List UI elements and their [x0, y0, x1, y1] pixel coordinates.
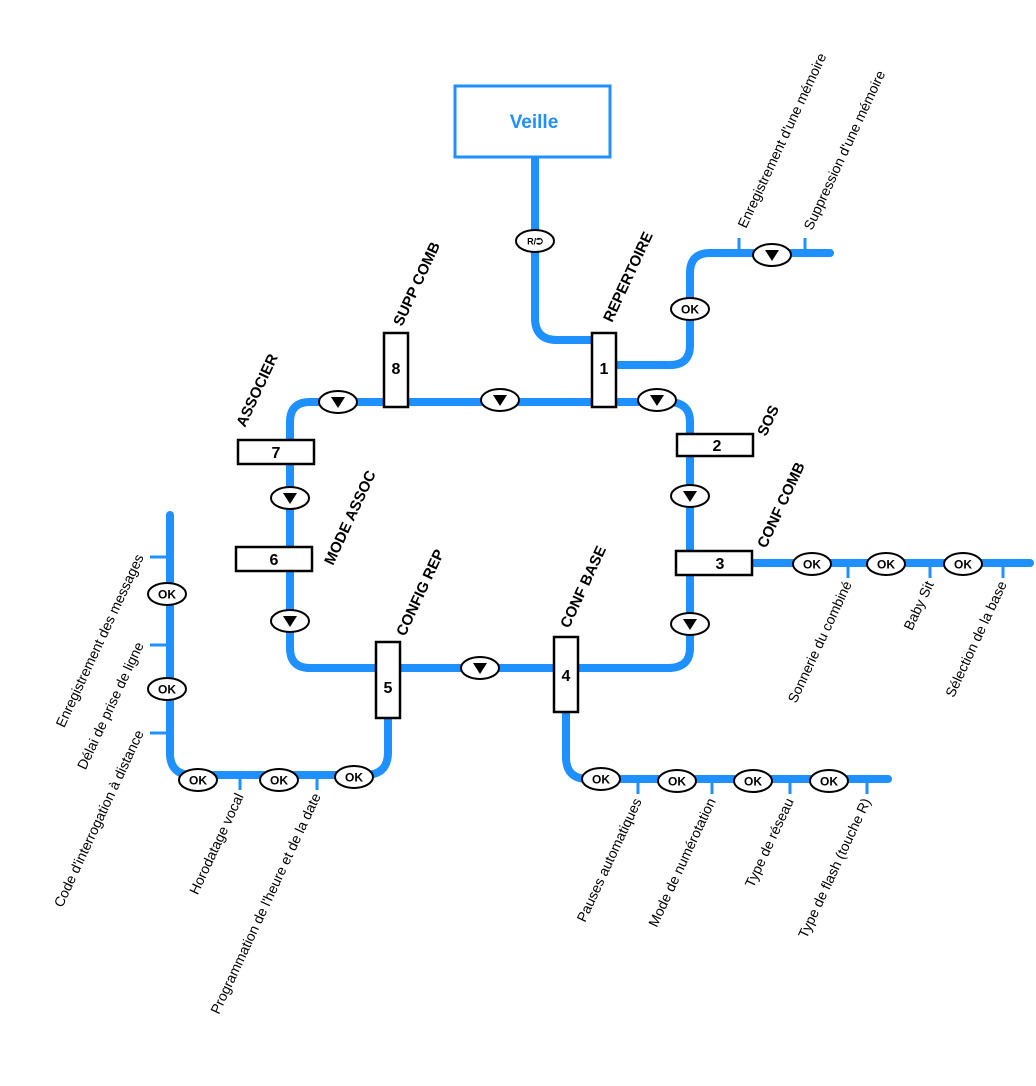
- standby-label: Veille: [510, 112, 559, 133]
- menu-box-3[interactable]: 3: [674, 549, 754, 577]
- standby-box: Veille: [453, 84, 612, 159]
- svg-text:6: 6: [270, 552, 279, 569]
- ok-button[interactable]: OK: [792, 552, 832, 576]
- submenu-labels: Enregistrement d'une mémoire Suppression…: [51, 50, 1010, 1016]
- down-arrow-icon[interactable]: [270, 486, 310, 510]
- menu-label-conf-base: CONF BASE: [557, 543, 610, 630]
- svg-text:OK: OK: [345, 771, 363, 785]
- menu-label-mode-assoc: MODE ASSOC: [321, 468, 380, 568]
- menu-label-config-rep: CONFIG REP: [393, 547, 448, 639]
- svg-text:OK: OK: [592, 773, 610, 787]
- routes: [166, 154, 1034, 783]
- down-arrow-icon[interactable]: [752, 243, 792, 267]
- submenu-conf-base-3: Type de réseau: [741, 796, 796, 890]
- ok-pills: OK OK OK OK OK OK OK OK OK OK OK OK OK: [147, 297, 983, 793]
- submenu-conf-base-1: Pauses automatiques: [573, 796, 644, 925]
- route-repertoire-branch: [611, 249, 834, 369]
- submenu-conf-comb-1: Sonnerie du combiné: [784, 578, 855, 705]
- access-key-symbol: R/⮊: [527, 237, 543, 247]
- svg-text:5: 5: [384, 680, 393, 697]
- menu-box-5[interactable]: 5: [374, 640, 402, 720]
- svg-text:7: 7: [272, 445, 281, 462]
- menu-box-4[interactable]: 4: [552, 635, 580, 714]
- ok-button[interactable]: OK: [147, 677, 187, 701]
- svg-text:OK: OK: [681, 303, 699, 317]
- route-conf-base-branch: [562, 708, 892, 783]
- svg-text:OK: OK: [744, 775, 762, 789]
- svg-text:OK: OK: [820, 775, 838, 789]
- svg-text:OK: OK: [668, 775, 686, 789]
- ok-button[interactable]: OK: [259, 768, 299, 792]
- menu-boxes: 1 2 3 4 5 6 7 8: [234, 331, 755, 720]
- svg-text:OK: OK: [189, 774, 207, 788]
- down-arrow-icon[interactable]: [270, 609, 310, 633]
- svg-text:OK: OK: [803, 558, 821, 572]
- svg-text:2: 2: [713, 438, 722, 455]
- submenu-config-rep-3: Code d'interrogation à distance: [51, 727, 147, 909]
- menu-label-associer: ASSOCIER: [233, 351, 282, 429]
- ok-button[interactable]: OK: [733, 769, 773, 793]
- ok-button[interactable]: OK: [866, 552, 906, 576]
- submenu-repertoire-2: Suppression d'une mémoire: [800, 68, 888, 233]
- svg-text:3: 3: [716, 556, 725, 573]
- ok-button[interactable]: OK: [657, 769, 697, 793]
- r-flash-key-icon[interactable]: R/⮊: [515, 229, 555, 253]
- svg-text:OK: OK: [270, 774, 288, 788]
- menu-label-supp-comb: SUPP COMB: [390, 239, 444, 328]
- menu-label-conf-comb: CONF COMB: [754, 460, 809, 551]
- menu-label-repertoire: REPERTOIRE: [600, 229, 657, 324]
- submenu-conf-base-4: Type de flash (touche R): [795, 796, 874, 941]
- svg-text:OK: OK: [954, 558, 972, 572]
- svg-text:8: 8: [392, 361, 401, 378]
- svg-text:4: 4: [562, 668, 571, 685]
- menu-box-7[interactable]: 7: [236, 438, 316, 466]
- ticks: [150, 238, 1005, 794]
- menu-box-2[interactable]: 2: [675, 432, 755, 458]
- down-arrow-icon[interactable]: [318, 390, 358, 414]
- submenu-conf-base-2: Mode de numérotation: [645, 796, 719, 930]
- ok-button[interactable]: OK: [581, 767, 621, 791]
- ok-button[interactable]: OK: [943, 552, 983, 576]
- ok-button[interactable]: OK: [147, 582, 187, 606]
- menu-box-8[interactable]: 8: [382, 331, 410, 409]
- down-arrow-icon[interactable]: [670, 484, 710, 508]
- ok-button[interactable]: OK: [670, 297, 710, 321]
- submenu-conf-comb-2: Baby Sit: [900, 578, 937, 632]
- svg-text:OK: OK: [877, 558, 895, 572]
- route-veille-to-repertoire: [531, 154, 598, 344]
- menu-label-sos: SOS: [754, 403, 783, 439]
- down-arrow-icon[interactable]: [480, 388, 520, 412]
- svg-text:1: 1: [600, 361, 609, 378]
- down-arrow-icon[interactable]: [637, 388, 677, 412]
- ok-button[interactable]: OK: [334, 765, 374, 789]
- submenu-conf-comb-3: Sélection de la base: [942, 578, 1010, 699]
- submenu-config-rep-4: Horodatage vocal: [186, 791, 247, 897]
- svg-text:OK: OK: [158, 683, 176, 697]
- svg-text:OK: OK: [158, 588, 176, 602]
- ok-button[interactable]: OK: [178, 768, 218, 792]
- menu-box-1[interactable]: 1: [590, 331, 618, 409]
- ok-button[interactable]: OK: [809, 769, 849, 793]
- down-arrow-icon[interactable]: [670, 612, 710, 636]
- menu-box-6[interactable]: 6: [234, 545, 314, 573]
- down-arrow-icon[interactable]: [460, 656, 500, 680]
